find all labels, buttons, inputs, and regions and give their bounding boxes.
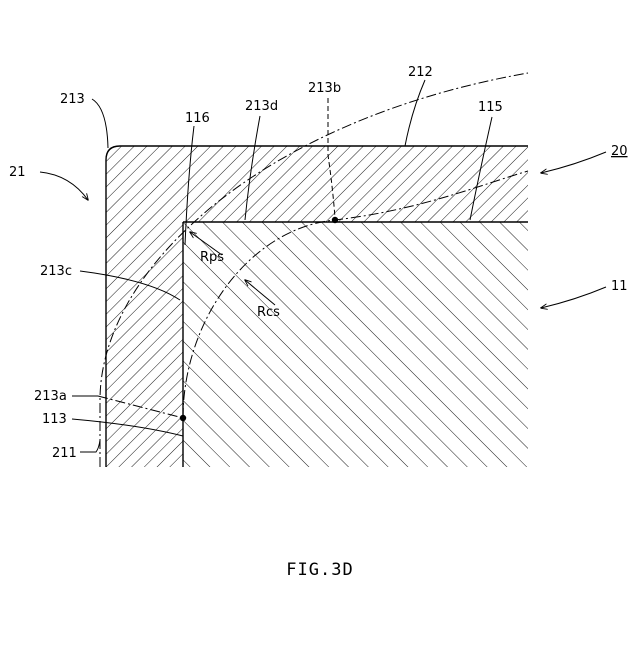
label-113: 113 [42, 412, 67, 427]
label-212: 212 [408, 65, 433, 80]
label-213d: 213d [245, 99, 278, 114]
label-115: 115 [478, 100, 503, 115]
label-rps: Rps [200, 250, 224, 265]
label-11: 11 [611, 279, 628, 294]
inner-body-11 [180, 215, 535, 475]
label-213a: 213a [34, 389, 67, 404]
label-116: 116 [185, 111, 210, 126]
label-21: 21 [9, 165, 26, 180]
label-20: 20 [611, 144, 628, 159]
label-213b: 213b [308, 81, 341, 96]
point-213a [180, 415, 186, 421]
label-rcs: Rcs [257, 305, 280, 320]
label-213c: 213c [40, 264, 72, 279]
label-211: 211 [52, 446, 77, 461]
figure-caption: FIG.3D [286, 560, 353, 580]
label-213: 213 [60, 92, 85, 107]
